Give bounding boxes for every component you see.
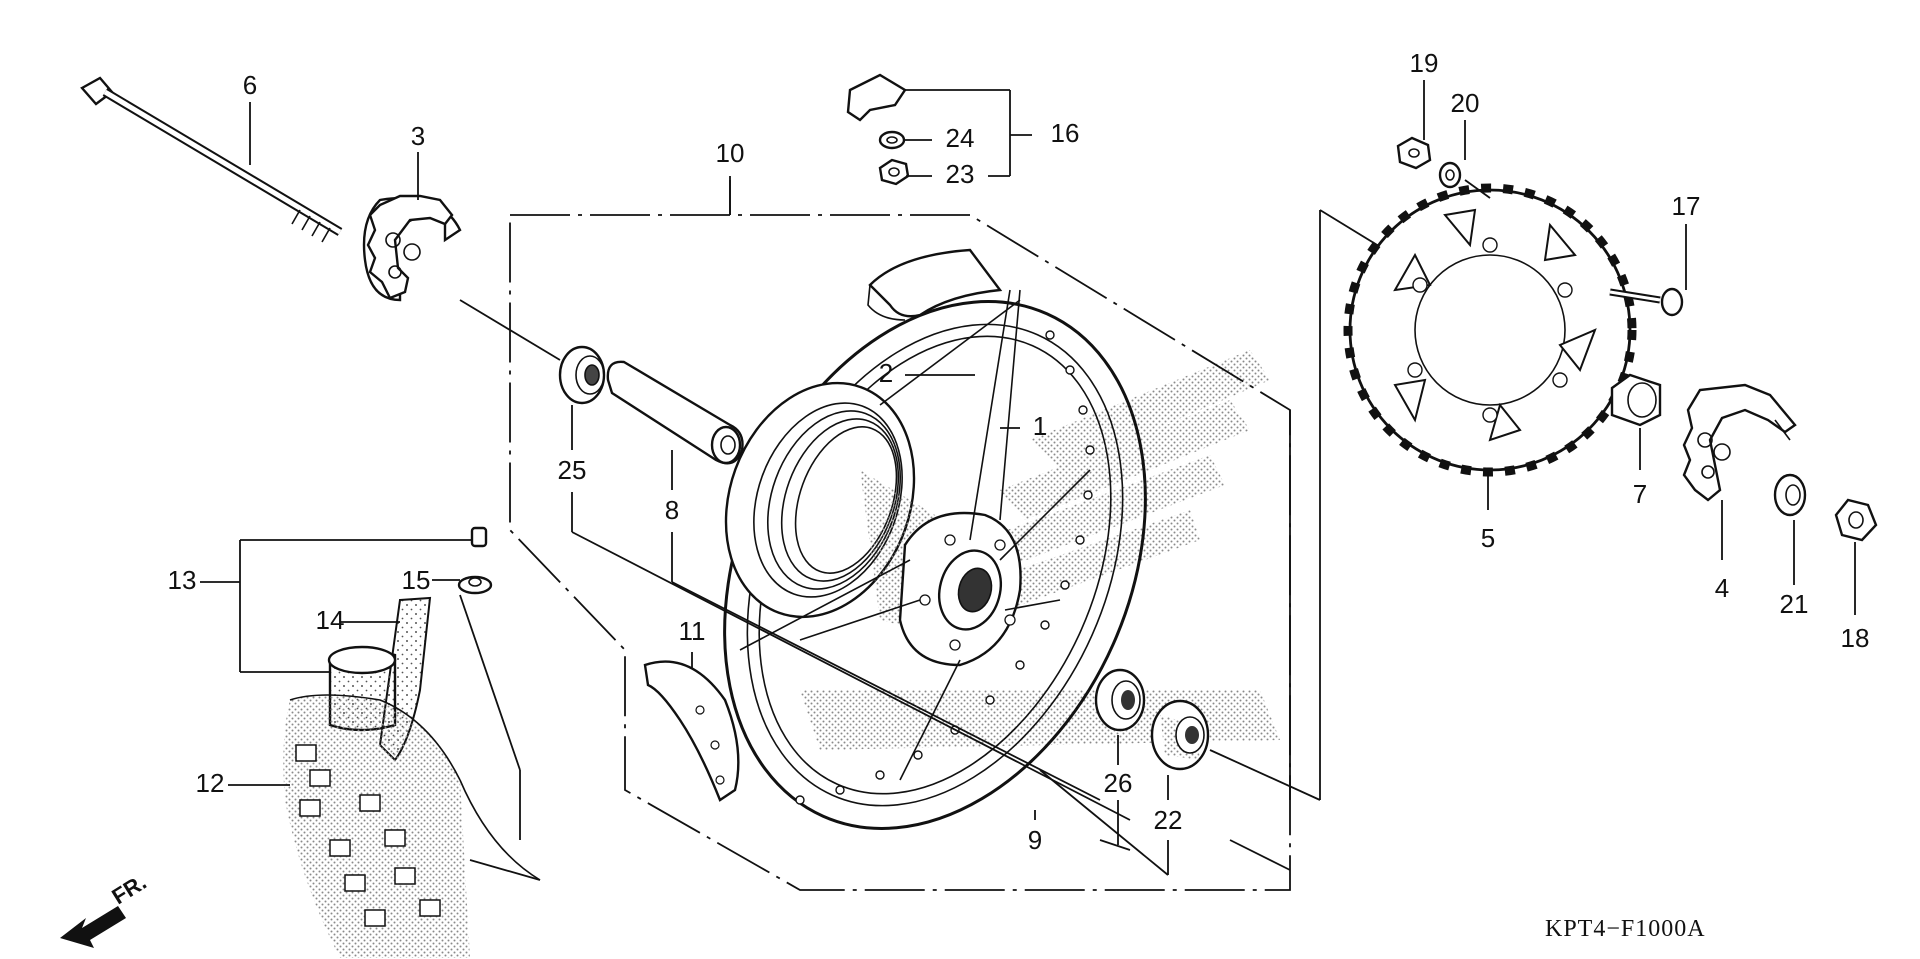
nut-18: [1834, 498, 1878, 542]
diagram-code: KPT4−F1000A: [1545, 916, 1706, 942]
chain-adjuster-3: [362, 194, 462, 302]
rim-protector-upper: [867, 248, 1003, 321]
callout-8: 8: [665, 495, 679, 525]
callout-22: 22: [1154, 805, 1183, 835]
callout-3: 3: [411, 121, 425, 151]
direction-label: FR.: [107, 869, 150, 909]
chain-adjuster-4: [1682, 383, 1797, 502]
callout-24: 24: [946, 123, 975, 153]
bolt-17: [1609, 287, 1684, 317]
callout-23: 23: [946, 159, 975, 189]
callout-15: 15: [402, 565, 431, 595]
callout-9: 9: [1028, 825, 1042, 855]
washer-21: [1773, 473, 1807, 517]
callout-20: 20: [1451, 88, 1480, 118]
bearing-22: [1150, 699, 1210, 771]
callout-4: 4: [1715, 573, 1729, 603]
callout-6: 6: [243, 70, 257, 100]
callout-18: 18: [1841, 623, 1870, 653]
callout-11: 11: [679, 616, 706, 646]
axle-6: [80, 76, 343, 243]
wheel-assembly: [723, 289, 1147, 830]
valve-nut-15: [457, 575, 493, 595]
callout-5: 5: [1481, 523, 1495, 553]
assembly-frame: [509, 180, 1406, 891]
callout-19: 19: [1410, 48, 1439, 78]
tire-12: [283, 694, 541, 958]
collar-8: [606, 360, 744, 465]
callout-26: 26: [1104, 768, 1133, 798]
callout-2: 2: [879, 358, 893, 388]
callout-14: 14: [316, 605, 345, 635]
sprocket-5: [1343, 183, 1637, 477]
callout-16: 16: [1051, 118, 1080, 148]
callout-labels: 6 3 10 25 8 2 1 11 9 26 22 16 24 23 19 2…: [168, 48, 1870, 855]
callout-21: 21: [1780, 589, 1809, 619]
chain-guide-16: [846, 73, 910, 186]
washer-20: [1438, 161, 1462, 189]
callout-13: 13: [168, 565, 197, 595]
callout-25: 25: [558, 455, 587, 485]
front-direction-arrow: FR.: [60, 869, 151, 948]
nut-19: [1396, 136, 1432, 170]
leader-lines: [200, 80, 1856, 876]
rim-protector-11: [643, 660, 740, 802]
callout-17: 17: [1672, 191, 1701, 221]
callout-7: 7: [1633, 479, 1647, 509]
callout-1: 1: [1033, 411, 1047, 441]
bearing-25: [558, 345, 606, 405]
bearing-26: [1094, 668, 1146, 732]
callout-12: 12: [196, 768, 225, 798]
valve-cap: [470, 526, 488, 548]
callout-10: 10: [716, 138, 745, 168]
collar-7: [1610, 373, 1662, 427]
